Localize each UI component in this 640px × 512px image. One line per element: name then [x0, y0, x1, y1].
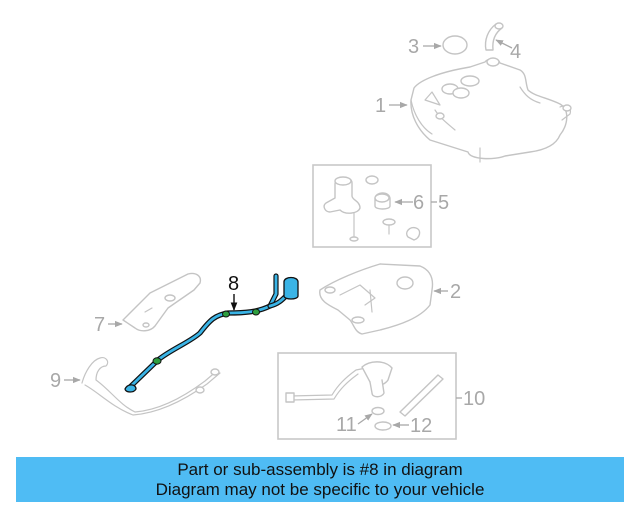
svg-text:3: 3 [408, 36, 419, 58]
callout-11[interactable]: 11 [336, 413, 373, 436]
svg-text:12: 12 [410, 415, 432, 437]
svg-text:4: 4 [510, 41, 521, 63]
callout-5[interactable]: 5 [431, 192, 449, 214]
callout-10[interactable]: 10 [456, 388, 485, 410]
callout-2[interactable]: 2 [433, 281, 461, 303]
svg-text:11: 11 [336, 414, 357, 436]
callout-4[interactable]: 4 [495, 39, 521, 63]
svg-text:1: 1 [375, 95, 386, 117]
part-9-cable [81, 357, 221, 416]
part-7-bracket [122, 272, 202, 332]
callout-3[interactable]: 3 [408, 36, 442, 58]
callout-12[interactable]: 12 [392, 415, 432, 437]
part-4-hose [484, 22, 504, 51]
svg-text:9: 9 [50, 370, 61, 392]
part-8-pipe-highlighted[interactable] [124, 273, 299, 393]
banner-disclaimer-line: Diagram may not be specific to your vehi… [155, 480, 485, 499]
svg-text:10: 10 [463, 388, 485, 410]
callout-9[interactable]: 9 [50, 370, 81, 392]
callout-8[interactable]: 8 [228, 273, 239, 311]
svg-text:8: 8 [228, 273, 239, 295]
svg-text:2: 2 [450, 281, 461, 303]
part-2-tray [319, 263, 434, 335]
part-3-oring [442, 35, 468, 55]
part-5-kit-box [312, 164, 432, 248]
callout-7[interactable]: 7 [94, 314, 123, 336]
svg-text:6: 6 [413, 192, 424, 214]
part-1-tank [410, 57, 572, 163]
callout-1[interactable]: 1 [375, 95, 408, 117]
part-10-kit-box [277, 352, 457, 440]
callout-6[interactable]: 6 [394, 192, 424, 214]
svg-text:5: 5 [438, 192, 449, 214]
info-banner: Part or sub-assembly is #8 in diagram Di… [16, 457, 624, 502]
svg-text:7: 7 [94, 314, 105, 336]
banner-part-line: Part or sub-assembly is #8 in diagram [177, 460, 463, 479]
